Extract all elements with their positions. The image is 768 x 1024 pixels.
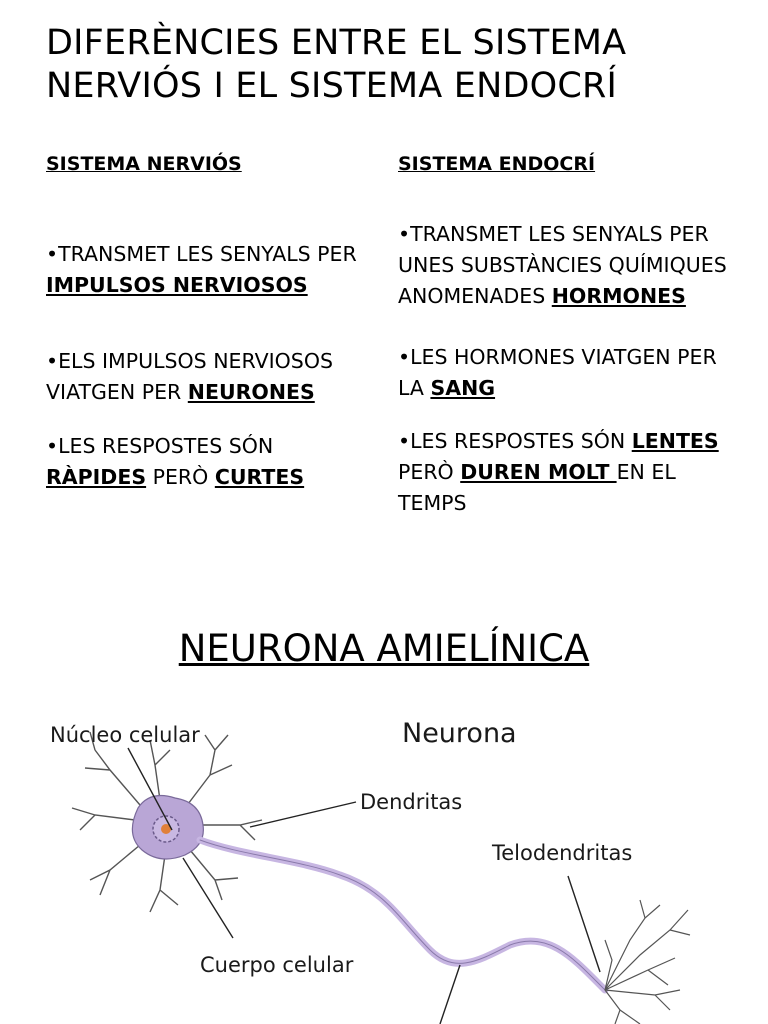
endocrine-bullet-2-text: •LES HORMONES VIATGEN PER LA [398, 345, 717, 400]
endocrine-bullet-3-emphasis-1: LENTES [631, 429, 719, 453]
nervous-bullet-1-text: •TRANSMET LES SENYALS PER [46, 242, 357, 266]
dendrites [71, 731, 263, 913]
nervous-bullet-1: •TRANSMET LES SENYALS PER IMPULSOS NERVI… [46, 239, 376, 301]
endocrine-bullet-1: •TRANSMET LES SENYALS PER UNES SUBSTÀNCI… [398, 219, 728, 312]
neuron-title-label: Neurona [402, 718, 517, 749]
endocrine-bullet-3-mid: PERÒ [398, 460, 461, 484]
nervous-system-heading: SISTEMA NERVIÓS [46, 153, 242, 175]
endocrine-system-heading: SISTEMA ENDOCRÍ [398, 153, 596, 175]
nervous-bullet-3: •LES RESPOSTES SÓN RÀPIDES PERÒ CURTES [46, 431, 376, 493]
nervous-bullet-3-emphasis-1: RÀPIDES [46, 465, 147, 489]
nervous-bullet-2: •ELS IMPULSOS NERVIOSOS VIATGEN PER NEUR… [46, 346, 346, 408]
nervous-bullet-3-emphasis-2: CURTES [214, 465, 305, 489]
section-title: NEURONA AMIELÍNICA [0, 624, 768, 674]
dendrites-label: Dendritas [360, 790, 462, 814]
endocrine-bullet-3-text: •LES RESPOSTES SÓN [398, 429, 632, 453]
nucleus-label: Núcleo celular [50, 723, 200, 747]
nucleolus-shape [161, 824, 171, 834]
nervous-bullet-3-mid: PERÒ [146, 465, 215, 489]
endocrine-bullet-3-emphasis-2: DUREN MOLT [460, 460, 617, 484]
telodendrites [604, 899, 691, 1024]
endocrine-bullet-2: •LES HORMONES VIATGEN PER LA SANG [398, 342, 728, 404]
neuron-diagram: Neurona Núcleo celular Dendritas Teloden… [50, 718, 691, 1024]
endocrine-bullet-2-emphasis: SANG [430, 376, 496, 400]
nervous-bullet-2-text: •ELS IMPULSOS NERVIOSOS VIATGEN PER [46, 349, 333, 404]
endocrine-bullet-3-post: EN EL TEMPS [398, 460, 676, 515]
nervous-bullet-2-emphasis: NEURONES [187, 380, 315, 404]
nervous-bullet-3-text: •LES RESPOSTES SÓN [46, 434, 274, 458]
nervous-bullet-1-emphasis: IMPULSOS NERVIOSOS [46, 273, 308, 297]
axon-outline [199, 839, 606, 991]
endocrine-bullet-1-text: •TRANSMET LES SENYALS PER UNES SUBSTÀNCI… [398, 222, 727, 308]
page-title: DIFERÈNCIES ENTRE EL SISTEMA NERVIÓS I E… [46, 23, 627, 106]
telodendrites-label: Telodendritas [491, 841, 632, 865]
cell-body-label: Cuerpo celular [200, 953, 354, 977]
label-pointers [127, 747, 601, 1024]
endocrine-bullet-1-emphasis: HORMONES [551, 284, 686, 308]
section-title-text: NEURONA AMIELÍNICA [178, 627, 590, 670]
endocrine-bullet-3: •LES RESPOSTES SÓN LENTES PERÒ DUREN MOL… [398, 426, 728, 519]
